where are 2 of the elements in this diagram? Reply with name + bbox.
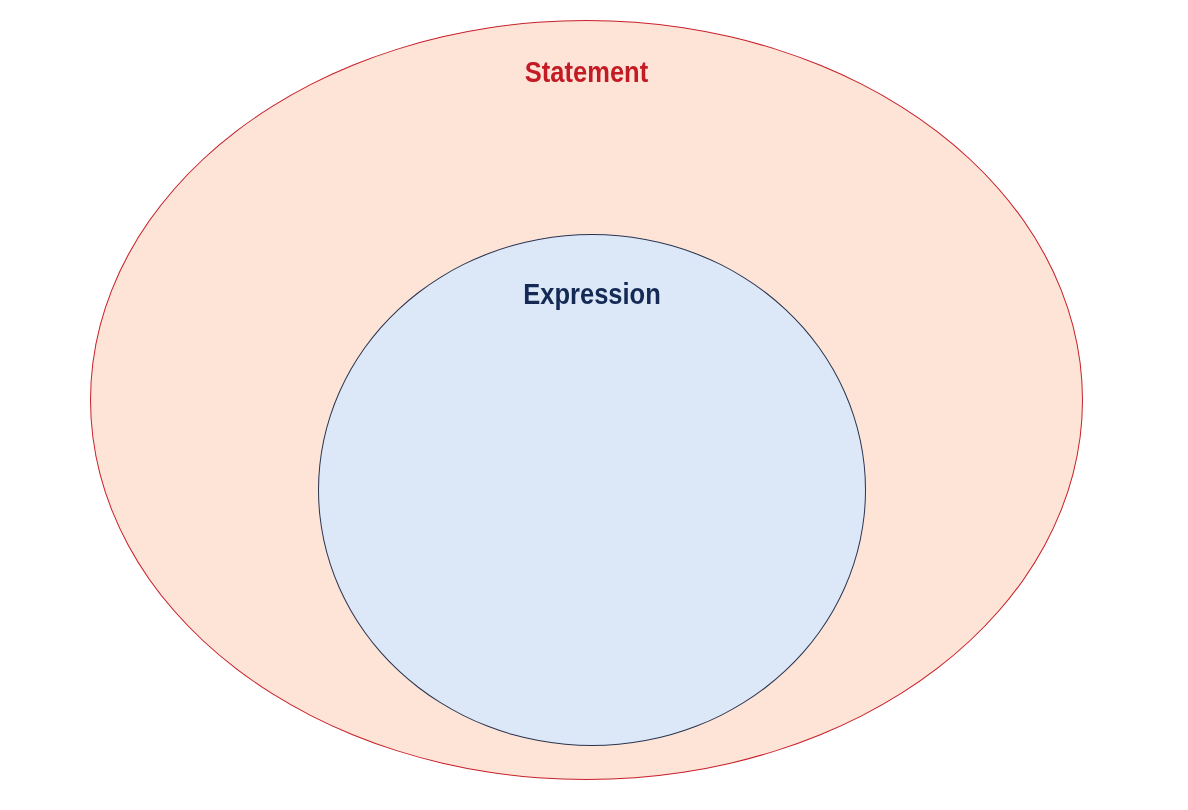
- ellipse-label: Statement: [523, 55, 650, 89]
- ellipse-label: Expression: [522, 277, 662, 311]
